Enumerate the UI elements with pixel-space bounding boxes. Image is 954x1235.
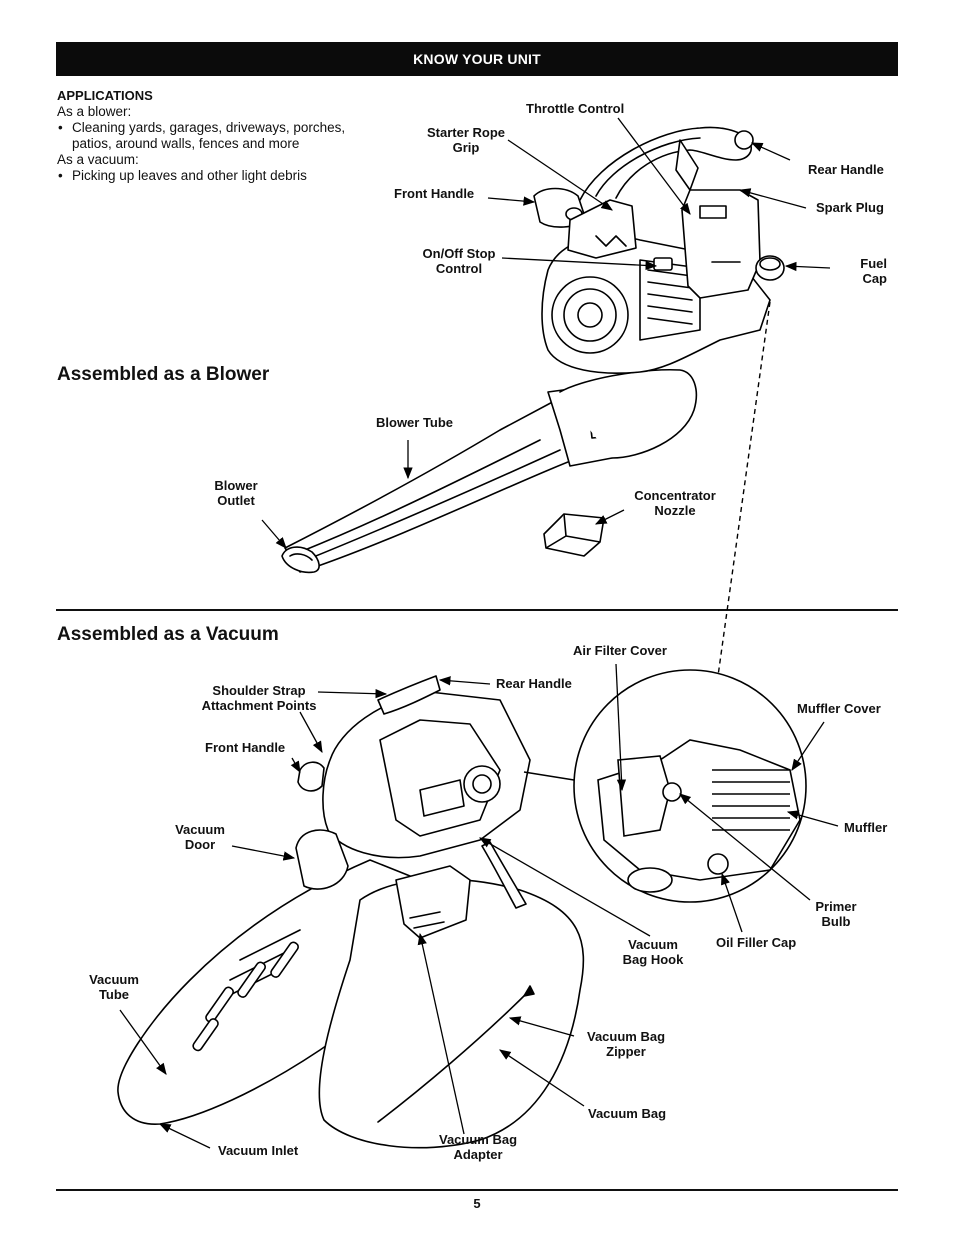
label-door-line1: Vacuum	[175, 822, 225, 837]
fuel-cap	[755, 255, 785, 281]
label-fuel-line2: Cap	[862, 271, 887, 286]
label-muffler: Muffler	[844, 820, 888, 835]
primer-bulb-detail	[662, 782, 682, 802]
label-air-filter-cover: Air Filter Cover	[573, 643, 667, 658]
vacuum-illustration	[117, 675, 585, 1149]
label-tube-line2: Tube	[98, 987, 130, 1002]
label-conc-line2: Nozzle	[654, 503, 696, 518]
label-vacuum-bag-adapter: Vacuum Bag Adapter	[430, 1132, 526, 1162]
label-door-line2: Door	[184, 837, 216, 852]
label-muffler-cover: Muffler Cover	[797, 701, 881, 716]
vacuum-bag-zipper	[377, 989, 531, 1123]
vacuum-bag-adapter	[395, 865, 471, 939]
label-outlet-line1: Blower	[214, 478, 258, 493]
vacuum-uses-list: Picking up leaves and other light debris	[57, 168, 377, 184]
oil-filler-cap-detail	[707, 853, 729, 875]
vacuum-leader-lines	[119, 663, 839, 1149]
section-divider	[56, 609, 898, 611]
label-vacuum-bag: Vacuum Bag	[588, 1106, 667, 1121]
label-vacuum-bag-zipper: Vacuum Bag Zipper	[578, 1029, 674, 1059]
label-zipper-line1: Vacuum Bag	[586, 1029, 666, 1044]
label-hook-line2: Bag Hook	[622, 952, 684, 967]
blower-housing	[559, 368, 698, 459]
blower-use-item: Cleaning yards, garages, driveways, porc…	[57, 120, 377, 152]
label-concentrator-nozzle: Concentrator Nozzle	[624, 488, 726, 518]
page-number: 5	[473, 1196, 481, 1211]
label-throttle-control: Throttle Control	[526, 101, 625, 116]
vacuum-rear-handle	[377, 675, 441, 715]
blower-outlet	[281, 546, 320, 574]
label-onoff-line1: On/Off Stop	[422, 246, 496, 261]
section-header-title: KNOW YOUR UNIT	[413, 51, 541, 67]
label-fuel-cap: Fuel Cap	[836, 256, 887, 286]
blower-rear-handle	[579, 126, 752, 201]
label-primer-line2: Bulb	[821, 914, 851, 929]
label-starter-rope-line2: Grip	[452, 140, 480, 155]
label-vacuum-tube: Vacuum Tube	[82, 972, 146, 1002]
vacuum-bag-hook	[481, 841, 527, 909]
label-blower-tube: Blower Tube	[376, 415, 454, 430]
label-onoff-stop-control: On/Off Stop Control	[412, 246, 506, 276]
label-outlet-line2: Outlet	[217, 493, 255, 508]
vacuum-door	[295, 829, 349, 890]
footer-rule	[56, 1189, 898, 1191]
label-vacuum-bag-hook: Vacuum Bag Hook	[618, 937, 688, 967]
vacuum-front-handle	[297, 761, 325, 792]
blower-uses-list: Cleaning yards, garages, driveways, porc…	[57, 120, 377, 152]
vacuum-bag	[318, 878, 585, 1149]
label-starter-rope-grip: Starter Rope Grip	[418, 125, 514, 155]
vacuum-section-title: Assembled as a Vacuum	[57, 624, 279, 645]
blower-illustration	[281, 126, 785, 574]
blower-use-line1: Cleaning yards, garages, driveways, porc…	[72, 120, 346, 135]
label-strap-line1: Shoulder Strap	[212, 683, 306, 698]
label-vacuum-inlet: Vacuum Inlet	[218, 1143, 299, 1158]
label-oil-filler-cap: Oil Filler Cap	[716, 935, 797, 950]
label-conc-line1: Concentrator	[634, 488, 716, 503]
vacuum-use-item: Picking up leaves and other light debris	[57, 168, 377, 184]
label-zipper-line2: Zipper	[606, 1044, 646, 1059]
label-tube-line1: Vacuum	[89, 972, 139, 987]
label-front-handle-blower: Front Handle	[394, 186, 475, 201]
label-blower-outlet: Blower Outlet	[204, 478, 268, 508]
label-fuel-line1: Fuel	[860, 256, 887, 271]
vacuum-intro: As a vacuum:	[57, 152, 139, 167]
label-rear-handle-blower: Rear Handle	[808, 162, 884, 177]
blower-leader-lines	[261, 117, 831, 549]
label-adapter-line2: Adapter	[453, 1147, 503, 1162]
label-front-handle-vacuum: Front Handle	[205, 740, 286, 755]
label-onoff-line2: Control	[435, 261, 483, 276]
blower-intro: As a blower:	[57, 104, 132, 119]
section-header: KNOW YOUR UNIT	[56, 42, 898, 76]
concentrator-nozzle-illustration	[543, 513, 605, 557]
applications-block: APPLICATIONS As a blower: Cleaning yards…	[57, 88, 377, 184]
label-shoulder-strap-points: Shoulder Strap Attachment Points	[194, 683, 324, 713]
label-starter-rope-line1: Starter Rope	[426, 125, 506, 140]
label-hook-line1: Vacuum	[628, 937, 678, 952]
detail-inset	[573, 669, 807, 903]
label-vacuum-door: Vacuum Door	[168, 822, 232, 852]
blower-section-title: Assembled as a Blower	[57, 364, 270, 385]
label-spark-plug: Spark Plug	[816, 200, 884, 215]
blower-use-line2: patios, around walls, fences and more	[72, 136, 300, 151]
label-primer-line1: Primer	[815, 899, 857, 914]
label-strap-line2: Attachment Points	[201, 698, 317, 713]
label-primer-bulb: Primer Bulb	[810, 899, 862, 929]
label-adapter-line1: Vacuum Bag	[438, 1132, 518, 1147]
applications-heading: APPLICATIONS	[57, 88, 153, 103]
label-rear-handle-vacuum: Rear Handle	[496, 676, 572, 691]
